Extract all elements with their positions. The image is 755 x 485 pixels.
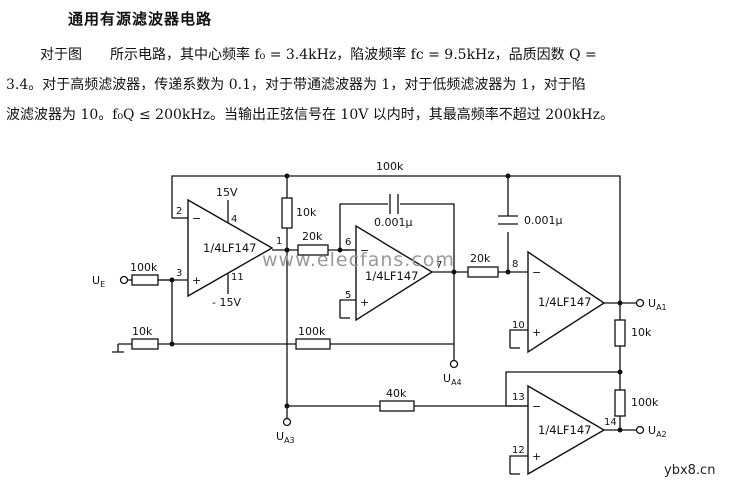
op3-plus: + <box>532 326 541 339</box>
pin-13: 13 <box>512 392 525 403</box>
label-ua3: UA3 <box>276 430 295 445</box>
label-ue: UE <box>92 274 105 289</box>
opamp-4-label: 1/4LF147 <box>538 423 591 437</box>
resistor-out-100k <box>614 389 626 417</box>
pin-2: 2 <box>176 206 182 217</box>
junction <box>169 277 175 283</box>
label-c2: 0.001μ <box>524 214 563 227</box>
opamp-3 <box>527 250 606 354</box>
resistor-vert-10k <box>281 197 293 229</box>
label-r-40k: 40k <box>386 387 407 400</box>
opamp-3-label: 1/4LF147 <box>538 295 591 309</box>
label-c1: 0.001μ <box>374 216 413 229</box>
description-line-3: 波滤波器为 10。f₀Q ≤ 200kHz。当输出正弦信号在 10V 以内时，其… <box>6 107 615 123</box>
resistor-a1-10k <box>614 319 626 347</box>
label-r-a2: 20k <box>470 252 491 265</box>
terminal-ue <box>119 275 129 285</box>
label-r-vert: 10k <box>296 206 317 219</box>
terminal-ua3 <box>282 417 292 427</box>
resistor-input-100k <box>131 274 159 286</box>
opamp-2 <box>355 224 434 322</box>
pin-1: 1 <box>276 236 282 247</box>
label-r-out4: 100k <box>631 396 659 409</box>
resistor-gnd-10k <box>131 338 159 350</box>
junction <box>337 247 343 253</box>
supply-pos-label: 15V <box>216 186 238 199</box>
pin-4: 4 <box>231 214 237 225</box>
pin-3: 3 <box>176 268 182 279</box>
wire-top-loop <box>171 175 621 303</box>
op2-plus: + <box>360 296 369 309</box>
terminal-ua1 <box>635 298 645 308</box>
junction <box>505 173 511 179</box>
label-r-gnd: 10k <box>132 325 153 338</box>
pin-7: 7 <box>436 260 442 271</box>
junction <box>451 269 457 275</box>
junction <box>284 247 290 253</box>
label-ua1: UA1 <box>648 297 667 312</box>
opamp-2-label: 1/4LF147 <box>365 269 418 283</box>
pin-10: 10 <box>512 320 525 331</box>
terminal-ua2 <box>635 425 645 435</box>
opamp-1-label: 1/4LF147 <box>203 241 256 255</box>
op4-plus: + <box>532 450 541 463</box>
junction <box>617 300 623 306</box>
label-r-in: 100k <box>130 261 158 274</box>
description-line-2: 3.4。对于高频滤波器，传递系数为 0.1，对于带通滤波器为 1，对于低频滤波器… <box>6 77 586 93</box>
resistor-fb-100k <box>295 338 331 350</box>
resistor-40k <box>379 400 415 412</box>
junction <box>617 427 623 433</box>
pin-12: 12 <box>512 445 525 456</box>
capacitor-c2 <box>498 215 518 225</box>
corner-mark: ybx8.cn <box>664 463 715 478</box>
ground-left <box>112 344 124 353</box>
wire-op3-pin10 <box>509 329 528 348</box>
label-r-top: 100k <box>376 160 404 173</box>
pin-6: 6 <box>345 237 351 248</box>
junction <box>505 269 511 275</box>
pin-14: 14 <box>604 417 617 428</box>
pin-11: 11 <box>231 272 244 283</box>
op3-minus: − <box>532 266 541 279</box>
junction <box>617 369 623 375</box>
terminal-ua4 <box>449 359 459 369</box>
wire-op4-pin12 <box>509 455 528 474</box>
opamp-1 <box>187 198 274 298</box>
resistor-20k-a <box>297 244 329 256</box>
pin-8: 8 <box>512 259 518 270</box>
label-ua2: UA2 <box>648 424 667 439</box>
pin-5: 5 <box>345 290 351 301</box>
label-r-a1: 20k <box>302 230 323 243</box>
op2-minus: − <box>360 244 369 257</box>
description-line-1: 对于图 所示电路，其中心频率 f₀ = 3.4kHz，陷波频率 fc = 9.5… <box>40 47 597 63</box>
label-r-fb1: 100k <box>298 325 326 338</box>
junction <box>169 341 175 347</box>
opamp-4 <box>527 384 606 476</box>
label-r-a1-a2: 10k <box>631 326 652 339</box>
op4-minus: − <box>532 400 541 413</box>
watermark: www.elecfans.com <box>262 249 455 271</box>
label-ua4: UA4 <box>443 372 462 387</box>
capacitor-c1 <box>388 194 400 214</box>
resistor-20k-b <box>467 266 499 278</box>
supply-neg-label: - 15V <box>212 296 241 309</box>
junction <box>284 173 290 179</box>
junction <box>284 403 290 409</box>
page-title: 通用有源滤波器电路 <box>68 10 213 28</box>
op1-plus: + <box>192 274 201 287</box>
wire-op2-pin5 <box>339 299 356 318</box>
op1-minus: − <box>192 212 201 225</box>
